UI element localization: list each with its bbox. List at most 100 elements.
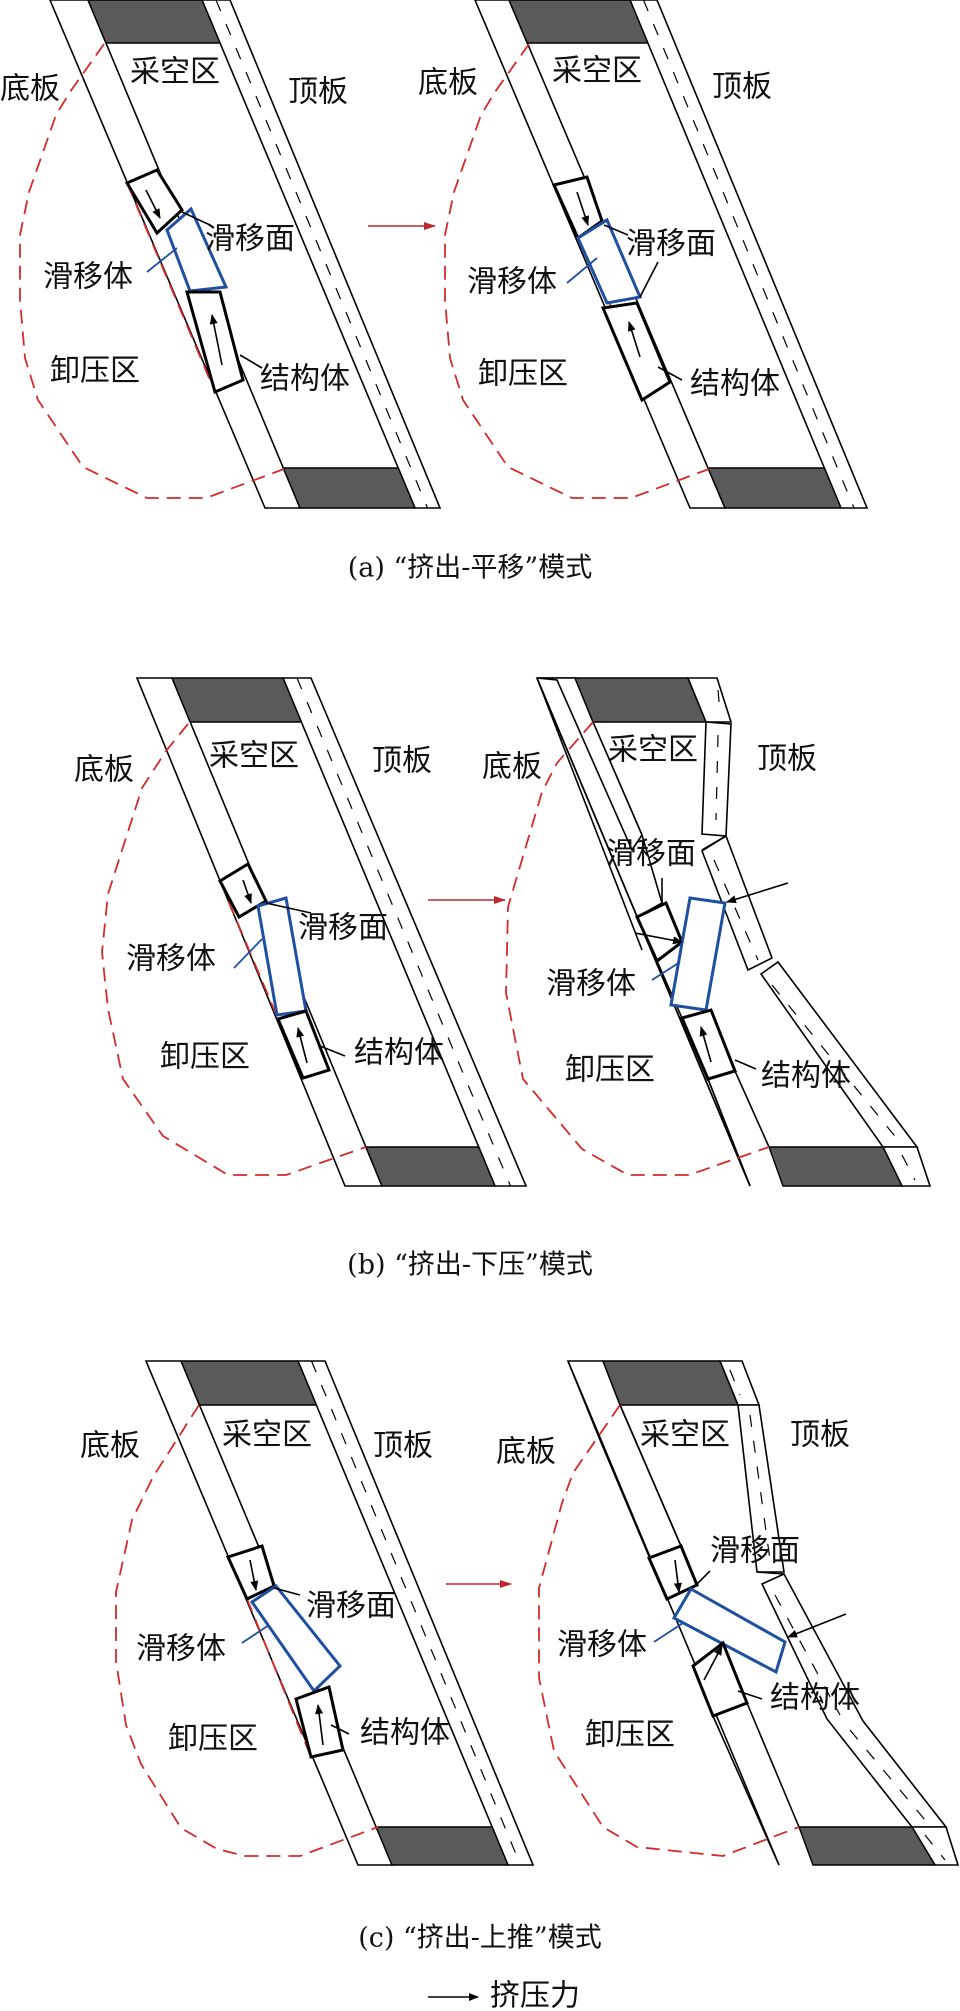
coal-block-bottom <box>706 467 843 509</box>
coal-block-bottom <box>282 467 417 509</box>
label-goaf: 采空区 <box>608 733 698 768</box>
label-floor: 底板 <box>418 66 478 101</box>
label-relief-zone: 卸压区 <box>565 1053 655 1088</box>
caption-a: (a) “挤出-平移”模式 <box>348 553 592 584</box>
caption-c: (c) “挤出-上推”模式 <box>358 1923 602 1954</box>
coal-block-bottom <box>768 1146 904 1187</box>
label-slip-surface: 滑移面 <box>298 911 388 946</box>
leader-slip-body <box>241 1624 270 1644</box>
label-relief-zone: 卸压区 <box>50 354 140 389</box>
slide-arrow-up <box>296 1027 308 1064</box>
label-floor: 底板 <box>74 753 134 788</box>
slide-arrow-down <box>673 1559 682 1593</box>
relief-zone-boundary <box>444 43 710 499</box>
leader-slip-body <box>651 961 681 981</box>
label-slip-body: 滑移体 <box>43 260 133 295</box>
label-floor: 底板 <box>482 750 542 785</box>
label-relief-zone: 卸压区 <box>478 357 568 392</box>
slip-body <box>671 1586 787 1675</box>
slip-body <box>249 1583 343 1694</box>
slide-arrow-down <box>145 189 161 219</box>
leader-slip-surface-2 <box>639 261 659 298</box>
label-slip-body: 滑移体 <box>467 265 557 300</box>
label-structure: 结构体 <box>770 1681 860 1716</box>
roof-joint-lines <box>924 1834 946 1861</box>
label-roof: 顶板 <box>757 742 817 777</box>
label-relief-zone: 卸压区 <box>168 1722 258 1757</box>
squeeze-force-arrow <box>726 882 789 904</box>
leader-structure <box>319 1045 346 1057</box>
roof-strip <box>296 1360 535 1866</box>
label-relief-zone: 卸压区 <box>160 1040 250 1075</box>
label-slip-surface: 滑移面 <box>606 837 696 872</box>
floor-line-lower <box>712 1715 780 1866</box>
slide-arrow-up <box>209 314 223 366</box>
structure-block-upper <box>218 861 268 920</box>
coal-block-top <box>170 677 303 723</box>
leader-slip-surface <box>694 1570 711 1587</box>
coal-block-top <box>601 1360 740 1406</box>
leader-structure <box>330 1724 350 1735</box>
label-goaf: 采空区 <box>130 55 220 90</box>
relief-zone-boundary <box>505 721 770 1176</box>
slide-arrow-down <box>249 1559 259 1591</box>
leader-structure <box>737 1690 763 1700</box>
leader-slip-body <box>233 938 263 969</box>
label-floor: 底板 <box>496 1435 556 1470</box>
label-structure: 结构体 <box>690 367 780 402</box>
slide-arrow-up <box>699 1026 712 1063</box>
slide-arrow-up <box>315 1704 324 1746</box>
slide-arrow-up <box>627 321 641 358</box>
roof-joint-lines <box>774 1594 841 1716</box>
label-slip-surface: 滑移面 <box>626 227 716 262</box>
squeeze-force-arrow <box>634 932 683 945</box>
leader-structure <box>734 1059 757 1070</box>
roof-piece-2 <box>737 1404 785 1573</box>
label-slip-body: 滑移体 <box>557 1628 647 1663</box>
coal-block-bottom <box>375 1826 510 1866</box>
slide-arrow-down <box>242 879 252 904</box>
squeeze-force-arrow <box>703 1645 723 1681</box>
label-floor: 底板 <box>0 72 60 107</box>
leader-slip-surface <box>181 211 211 226</box>
structure-block-lower <box>185 290 245 395</box>
roof-joint-lines <box>901 1154 916 1181</box>
floor-outer-line <box>567 1360 780 1866</box>
label-goaf: 采空区 <box>209 739 299 774</box>
coal-block-top <box>508 0 649 44</box>
relief-zone-boundary <box>538 1404 800 1857</box>
roof-strip <box>201 0 442 509</box>
slip-body <box>165 206 229 293</box>
seam-line-lower <box>734 1070 770 1148</box>
relief-zone-boundary <box>115 1404 379 1857</box>
coal-block-bottom <box>797 1826 937 1866</box>
label-structure: 结构体 <box>360 1716 450 1751</box>
roof-piece-4 <box>759 960 919 1148</box>
label-slip-surface: 滑移面 <box>306 1589 396 1624</box>
legend-squeeze-force: 挤压力 <box>490 1979 580 2011</box>
label-roof: 顶板 <box>373 1429 433 1464</box>
squeeze-force-arrow <box>787 1613 847 1638</box>
label-structure: 结构体 <box>761 1059 851 1094</box>
relief-zone-boundary <box>19 43 285 499</box>
label-roof: 顶板 <box>712 70 772 105</box>
seam-line-lower <box>746 1702 800 1828</box>
slide-arrow-down <box>576 191 589 226</box>
label-slip-surface: 滑移面 <box>710 1534 800 1569</box>
caption-b: (b) “挤出-下压”模式 <box>347 1250 593 1281</box>
slip-surface-bracket <box>756 1571 785 1575</box>
leader-slip-body <box>653 1622 684 1643</box>
roof-strip <box>629 0 869 509</box>
leader-structure <box>239 354 263 369</box>
leader-slip-body <box>566 257 598 284</box>
roof-joint-lines <box>713 859 759 961</box>
roof-joint-lines <box>729 1369 741 1396</box>
structure-block-lower <box>691 1640 749 1718</box>
coal-block-top <box>87 0 222 44</box>
floor-line <box>536 677 643 951</box>
structure-block-lower <box>275 1009 331 1080</box>
roof-joint-lines <box>849 1729 926 1821</box>
leader-slip-surface-2 <box>701 835 727 851</box>
leader-slip-surface <box>265 902 312 914</box>
